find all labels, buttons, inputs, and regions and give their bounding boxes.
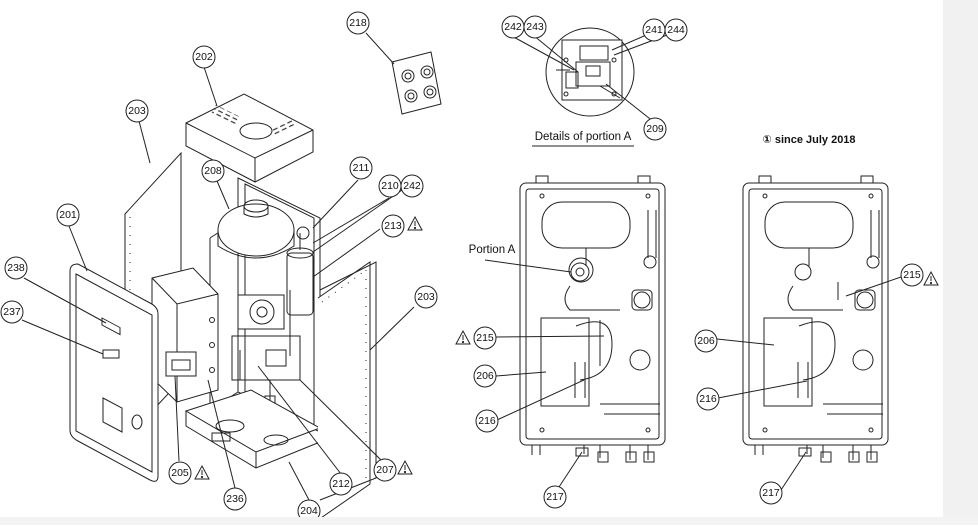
svg-text:211: 211 <box>353 162 370 174</box>
svg-text:210: 210 <box>381 180 399 192</box>
leader-lines <box>21 31 902 501</box>
details-caption: Details of portion A <box>535 131 632 143</box>
callout-207: 207 <box>373 458 397 482</box>
svg-text:207: 207 <box>376 464 394 476</box>
svg-text:217: 217 <box>546 491 564 503</box>
bottom-margin-strip <box>0 517 978 525</box>
top-cover <box>185 93 314 183</box>
callout-217: 217 <box>543 485 567 509</box>
svg-text:218: 218 <box>349 17 367 29</box>
warning-icon <box>407 215 423 231</box>
svg-text:242: 242 <box>504 21 522 33</box>
warning-icon <box>455 329 471 345</box>
svg-text:202: 202 <box>195 51 213 63</box>
callout-210: 210 <box>378 174 402 198</box>
callout-216: 216 <box>696 387 720 411</box>
callout-209: 209 <box>643 117 667 141</box>
control-box <box>151 267 219 403</box>
svg-text:241: 241 <box>645 24 663 36</box>
callout-206: 206 <box>694 329 718 353</box>
svg-text:204: 204 <box>300 505 318 517</box>
callout-242: 242 <box>501 15 525 39</box>
callout-218: 218 <box>346 11 370 35</box>
svg-text:201: 201 <box>59 209 77 221</box>
callout-208: 208 <box>201 159 225 183</box>
callout-204: 204 <box>297 499 321 523</box>
svg-text:216: 216 <box>699 393 717 405</box>
warning-icon <box>923 270 939 286</box>
warning-icon <box>397 459 413 475</box>
svg-text:203: 203 <box>417 291 435 303</box>
svg-text:203: 203 <box>128 105 146 117</box>
callout-203: 203 <box>125 99 149 123</box>
hydraulic-parts <box>231 226 314 411</box>
front-view-unit-2018 <box>742 175 889 463</box>
svg-text:242: 242 <box>403 180 421 192</box>
svg-text:237: 237 <box>3 306 21 318</box>
svg-text:243: 243 <box>526 21 544 33</box>
svg-text:212: 212 <box>332 478 350 490</box>
svg-text:213: 213 <box>384 220 402 232</box>
callout-206: 206 <box>473 364 497 388</box>
svg-text:206: 206 <box>476 370 494 382</box>
svg-text:216: 216 <box>478 415 496 427</box>
svg-text:206: 206 <box>697 335 715 347</box>
callout-238: 238 <box>4 256 28 280</box>
callout-242: 242 <box>400 174 424 198</box>
expansion-vessel <box>217 199 295 259</box>
callout-217: 217 <box>759 481 783 505</box>
callout-243: 243 <box>523 15 547 39</box>
callout-205: 205 <box>168 461 192 485</box>
front-panel <box>69 263 159 482</box>
callout-215: 215 <box>900 263 924 287</box>
grommet-card <box>391 51 442 115</box>
svg-text:215: 215 <box>476 332 494 344</box>
callout-241: 241 <box>642 18 666 42</box>
side-panel-right <box>317 261 371 521</box>
detail-a-view <box>545 27 635 117</box>
callout-202: 202 <box>192 45 216 69</box>
callout-237: 237 <box>0 300 24 324</box>
callout-212: 212 <box>329 472 353 496</box>
warning-icons <box>194 215 939 480</box>
svg-text:236: 236 <box>226 493 244 505</box>
callout-215: 215 <box>473 326 497 350</box>
svg-text:205: 205 <box>171 467 189 479</box>
svg-text:209: 209 <box>646 123 664 135</box>
since-caption: ① since July 2018 <box>762 134 855 146</box>
callout-201: 201 <box>56 203 80 227</box>
warning-icon <box>194 464 210 480</box>
callout-211: 211 <box>349 156 373 180</box>
svg-text:217: 217 <box>762 487 780 499</box>
svg-text:215: 215 <box>903 269 921 281</box>
portion-a-label: Portion A <box>469 244 516 256</box>
callout-203: 203 <box>414 285 438 309</box>
svg-text:208: 208 <box>204 165 222 177</box>
callout-213: 213 <box>381 214 405 238</box>
front-view-unit <box>519 175 666 463</box>
callout-236: 236 <box>223 487 247 511</box>
callout-216: 216 <box>475 409 499 433</box>
callout-244: 244 <box>664 18 688 42</box>
svg-text:238: 238 <box>7 262 25 274</box>
svg-text:244: 244 <box>667 24 685 36</box>
right-margin-strip <box>943 0 978 525</box>
